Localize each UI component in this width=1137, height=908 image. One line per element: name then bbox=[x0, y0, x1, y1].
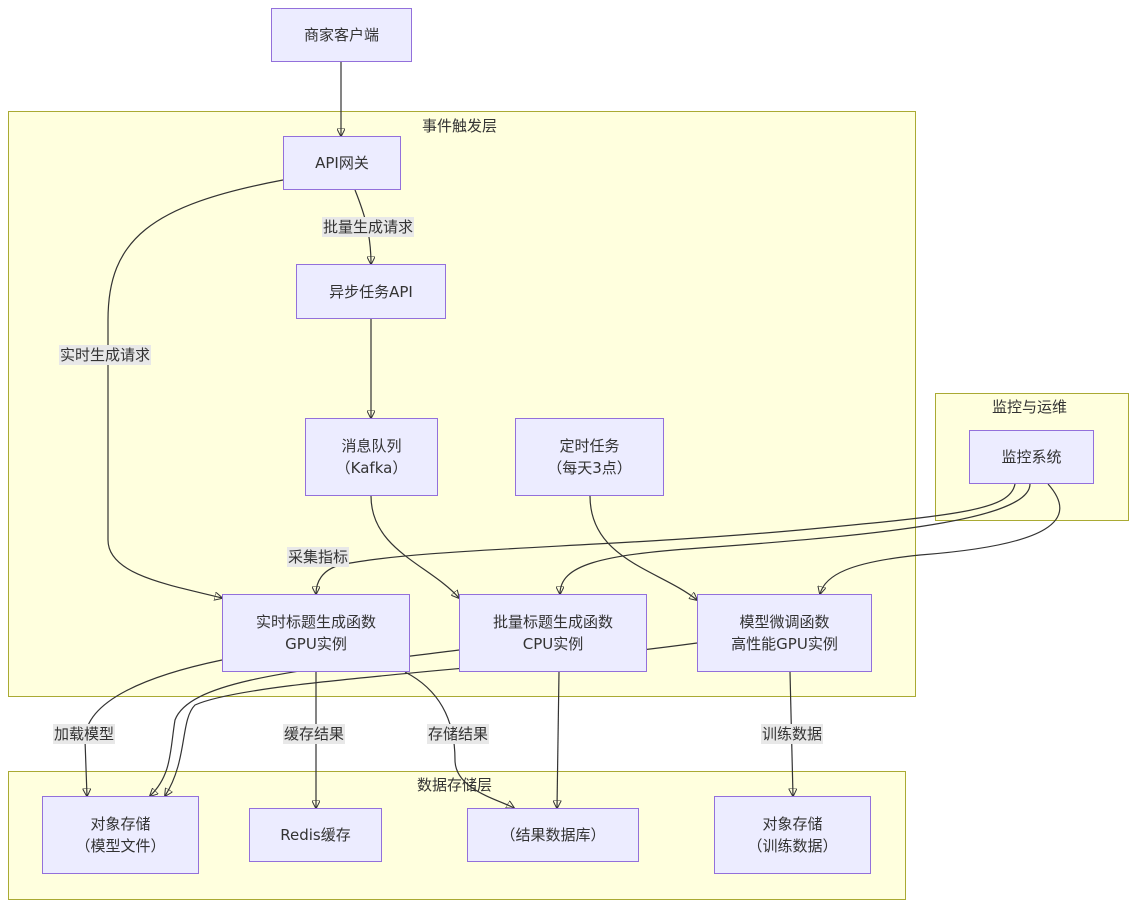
node-redis-cache-label: Redis缓存 bbox=[280, 826, 351, 844]
cluster-event-trigger-title: 事件触发层 bbox=[422, 117, 498, 135]
node-batch-title-function-sublabel: CPU实例 bbox=[522, 635, 584, 653]
node-message-queue-sublabel: （Kafka） bbox=[335, 459, 408, 477]
node-result-database: （结果数据库） bbox=[467, 808, 639, 862]
node-batch-title-function: 批量标题生成函数 CPU实例 bbox=[459, 594, 647, 672]
edge-label-realtime-request: 实时生成请求 bbox=[59, 345, 152, 365]
node-realtime-title-function-label: 实时标题生成函数 bbox=[255, 613, 376, 631]
node-object-storage-training: 对象存储 （训练数据） bbox=[714, 796, 871, 874]
edge-label-collect-metrics: 采集指标 bbox=[287, 547, 350, 567]
node-monitoring-system-label: 监控系统 bbox=[1001, 448, 1062, 466]
edge-monitor-to-realtime-func bbox=[316, 483, 1016, 594]
edge-label-training-data: 训练数据 bbox=[761, 724, 824, 744]
node-result-database-label: （结果数据库） bbox=[500, 826, 606, 844]
node-object-storage-models-sublabel: （模型文件） bbox=[75, 837, 166, 855]
cluster-monitoring bbox=[935, 393, 1129, 521]
edge-batch-to-result-db bbox=[557, 671, 559, 808]
node-api-gateway-label: API网关 bbox=[315, 154, 369, 172]
node-message-queue-label: 消息队列 bbox=[341, 437, 402, 455]
node-merchant-client: 商家客户端 bbox=[271, 8, 412, 62]
node-api-gateway: API网关 bbox=[283, 136, 401, 190]
edge-label-batch-request: 批量生成请求 bbox=[322, 217, 415, 237]
node-realtime-title-function: 实时标题生成函数 GPU实例 bbox=[222, 594, 410, 672]
node-message-queue: 消息队列 （Kafka） bbox=[305, 418, 438, 496]
node-scheduled-task: 定时任务 （每天3点） bbox=[515, 418, 664, 496]
node-object-storage-models-label: 对象存储 bbox=[90, 815, 151, 833]
edge-monitor-to-tune-func bbox=[820, 483, 1061, 594]
cluster-monitoring-title: 监控与运维 bbox=[992, 398, 1068, 416]
node-batch-title-function-label: 批量标题生成函数 bbox=[492, 613, 613, 631]
node-async-task-api-label: 异步任务API bbox=[329, 282, 413, 301]
node-merchant-client-label: 商家客户端 bbox=[303, 26, 379, 44]
node-object-storage-models: 对象存储 （模型文件） bbox=[42, 796, 199, 874]
edge-label-load-model: 加载模型 bbox=[53, 724, 116, 744]
node-model-finetune-function: 模型微调函数 高性能GPU实例 bbox=[697, 594, 872, 672]
node-model-finetune-function-label: 模型微调函数 bbox=[739, 613, 830, 631]
node-monitoring-system: 监控系统 bbox=[969, 430, 1094, 484]
node-model-finetune-function-sublabel: 高性能GPU实例 bbox=[731, 635, 838, 653]
edge-label-store-result: 存储结果 bbox=[427, 724, 490, 744]
node-scheduled-task-sublabel: （每天3点） bbox=[547, 459, 632, 477]
edge-cron-to-tune-func bbox=[589, 495, 697, 600]
node-object-storage-training-label: 对象存储 bbox=[762, 815, 823, 833]
edge-mq-to-batch-func bbox=[370, 495, 459, 598]
edge-gateway-to-realtime-func bbox=[107, 179, 284, 598]
node-scheduled-task-label: 定时任务 bbox=[559, 437, 620, 455]
cluster-data-storage-title: 数据存储层 bbox=[417, 776, 493, 794]
node-realtime-title-function-sublabel: GPU实例 bbox=[285, 635, 347, 653]
edge-realtime-to-result-db bbox=[404, 671, 514, 808]
node-object-storage-training-sublabel: （训练数据） bbox=[747, 837, 838, 855]
edge-monitor-to-batch-func bbox=[560, 483, 1031, 594]
node-async-task-api: 异步任务API bbox=[296, 264, 446, 319]
edge-label-cache-result: 缓存结果 bbox=[283, 724, 346, 744]
node-redis-cache: Redis缓存 bbox=[249, 808, 382, 862]
